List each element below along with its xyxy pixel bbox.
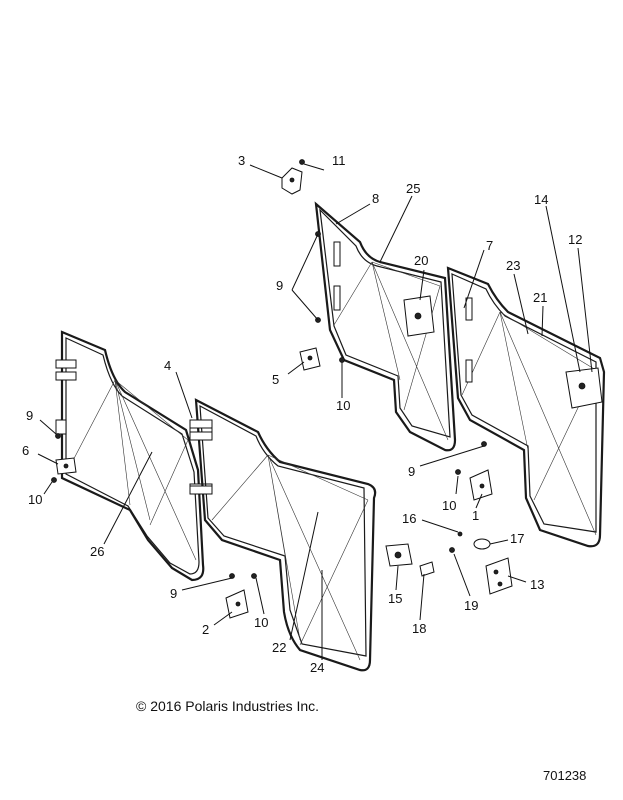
callout-8: 8 <box>372 191 379 206</box>
door-26-upper-hinge-strap-2 <box>55 371 77 381</box>
callout-14: 14 <box>534 192 548 207</box>
callout-13: 13 <box>530 577 544 592</box>
callout-9-rear-left: 9 <box>276 278 283 293</box>
fastener-set <box>51 159 487 579</box>
door-24-upper-hinge-strap <box>189 419 213 429</box>
callout-9-front-left: 9 <box>26 408 33 423</box>
callout-17: 17 <box>510 531 524 546</box>
door-panel-26 <box>55 330 213 582</box>
callout-5: 5 <box>272 372 279 387</box>
striker-plate-13 <box>485 557 513 595</box>
door-25-upper-hinge-bar <box>333 241 341 267</box>
callout-16: 16 <box>402 511 416 526</box>
hinge-bracket-1 <box>469 469 493 501</box>
figure-number: 701238 <box>543 768 587 783</box>
door-panel-25 <box>314 201 457 452</box>
callout-labels: 1 2 3 4 5 6 7 8 9 9 9 9 10 10 10 10 11 1… <box>22 153 582 675</box>
callout-18: 18 <box>412 621 426 636</box>
latch-assembly-15 <box>385 543 413 567</box>
callout-22: 22 <box>272 640 286 655</box>
copyright-notice: © 2016 Polaris Industries Inc. <box>136 698 320 714</box>
callout-25: 25 <box>406 181 420 196</box>
callout-20: 20 <box>414 253 428 268</box>
callout-7: 7 <box>486 238 493 253</box>
latch-assembly-20 <box>403 295 435 337</box>
callout-10-front-left: 10 <box>28 492 42 507</box>
callout-12: 12 <box>568 232 582 247</box>
cap-17 <box>473 538 491 550</box>
door-23-lower-hinge-bar <box>465 359 473 383</box>
hinge-bracket-2 <box>225 589 249 619</box>
door-24-upper-hinge-strap-2 <box>189 431 213 441</box>
callout-1: 1 <box>472 508 479 523</box>
door-24-lower-hinge-strap <box>189 485 213 495</box>
door-panel-23 <box>446 266 606 548</box>
leader-lines <box>37 163 593 660</box>
callout-15: 15 <box>388 591 402 606</box>
callout-21: 21 <box>533 290 547 305</box>
door-26-lower-hinge-pad <box>55 419 67 435</box>
callout-4: 4 <box>164 358 171 373</box>
callout-6: 6 <box>22 443 29 458</box>
callout-11: 11 <box>332 153 346 168</box>
callout-9-front-right: 9 <box>170 586 177 601</box>
callout-23: 23 <box>506 258 520 273</box>
door-23-upper-hinge-bar <box>465 297 473 321</box>
latch-assembly-14 <box>565 367 603 409</box>
callout-10-rear-right: 10 <box>442 498 456 513</box>
hinge-bracket-6 <box>55 457 77 475</box>
hinge-bracket-5 <box>299 347 321 371</box>
hinge-bracket-3 <box>281 167 303 195</box>
callout-24: 24 <box>310 660 324 675</box>
door-26-upper-hinge-strap <box>55 359 77 369</box>
callout-9-rear-right: 9 <box>408 464 415 479</box>
callout-19: 19 <box>464 598 478 613</box>
door-panel-24 <box>189 398 377 672</box>
door-25-lower-hinge-bar <box>333 285 341 311</box>
bracket-18 <box>419 561 435 577</box>
callout-10-front-right: 10 <box>254 615 268 630</box>
callout-2: 2 <box>202 622 209 637</box>
callout-26: 26 <box>90 544 104 559</box>
callout-3: 3 <box>238 153 245 168</box>
callout-10-rear-left: 10 <box>336 398 350 413</box>
